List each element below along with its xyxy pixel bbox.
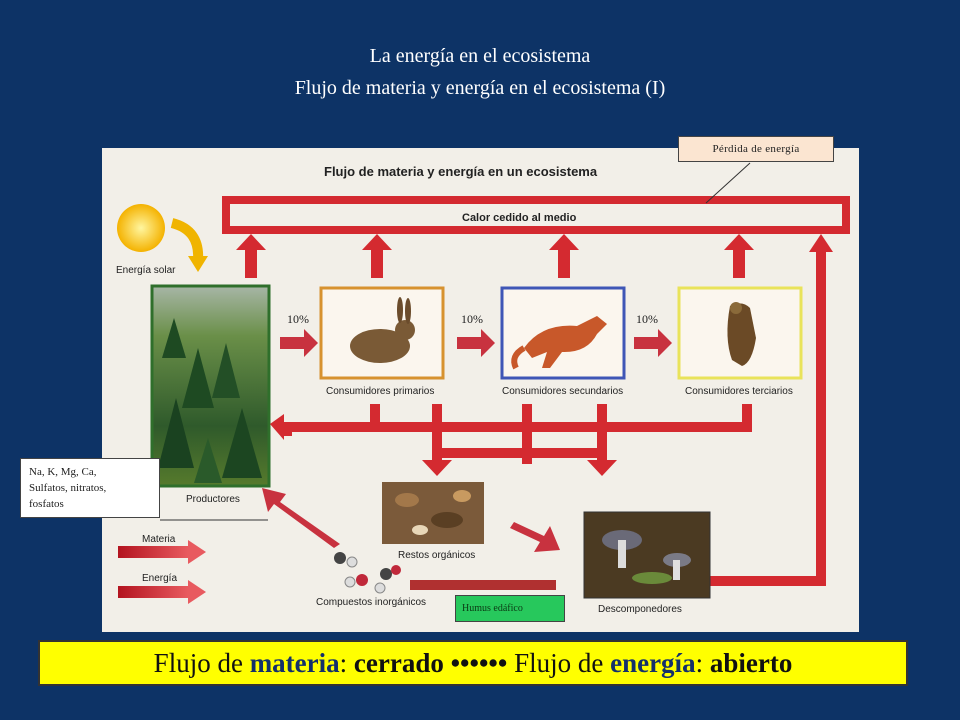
inorganic-to-producers-arrow: [262, 488, 340, 548]
secondary-consumers-panel: [500, 286, 626, 380]
summary-dots: ••••••: [443, 648, 515, 678]
summary-part-3: :: [339, 648, 354, 678]
summary-closed-word: cerrado: [353, 648, 444, 678]
legend-energy-arrow: [118, 586, 188, 598]
secondary-consumers-label: Consumidores secundarios: [502, 386, 623, 397]
sun-icon: [117, 204, 208, 272]
inorganic-compounds-icon: [334, 552, 401, 594]
diagram-heading: Flujo de materia y energía en un ecosist…: [324, 164, 598, 179]
inorganic-compounds-label: Compuestos inorgánicos: [316, 597, 426, 608]
summary-energy-word: energía: [610, 648, 696, 678]
tertiary-consumers-label: Consumidores terciarios: [685, 386, 793, 397]
primary-consumers-label: Consumidores primarios: [326, 386, 434, 397]
organic-to-decomposer-arrow: [510, 522, 560, 552]
summary-part-8: :: [695, 648, 710, 678]
heat-up-arrows: [236, 234, 833, 586]
legend-energy-label: Energía: [142, 573, 177, 584]
matter-collector-pipes: [270, 404, 752, 476]
minerals-pointer: [160, 519, 268, 521]
energy-loss-pointer: [705, 162, 751, 204]
producers-label: Productores: [186, 494, 240, 505]
humus-callout: Humus edáfico: [455, 595, 565, 622]
page-subtitle: Flujo de materia y energía en el ecosist…: [294, 77, 666, 99]
sun-label: Energía solar: [116, 265, 176, 276]
summary-banner: Flujo de materia: cerrado •••••• Flujo d…: [38, 640, 908, 686]
energy-loss-callout: Pérdida de energía: [678, 136, 834, 162]
legend: Materia Energía: [118, 534, 206, 604]
minerals-callout: Na, K, Mg, Ca, Sulfatos, nitratos, fosfa…: [20, 458, 160, 518]
decomposers-panel: [583, 511, 711, 599]
efficiency-label-2: 10%: [460, 312, 484, 327]
summary-part-6: Flujo de: [514, 648, 611, 678]
legend-matter-label: Materia: [142, 534, 176, 545]
minerals-line-1: Na, K, Mg, Ca,: [29, 466, 97, 478]
heat-band: Calor cedido al medio: [222, 196, 850, 234]
decomposers-label: Descomponedores: [598, 604, 682, 615]
summary-open-word: abierto: [709, 648, 793, 678]
tertiary-consumers-panel: [677, 286, 803, 380]
heat-label: Calor cedido al medio: [462, 212, 577, 224]
ecosystem-diagram: Flujo de materia y energía en un ecosist…: [102, 148, 859, 632]
primary-consumers-panel: [319, 286, 445, 380]
minerals-line-3: fosfatos: [29, 498, 64, 510]
humus-band: [410, 580, 556, 590]
trophic-arrows: [280, 329, 672, 357]
minerals-line-2: Sulfatos, nitratos,: [29, 482, 107, 494]
efficiency-label-3: 10%: [635, 312, 659, 327]
page-title: La energía en el ecosistema: [369, 45, 591, 67]
efficiency-label-1: 10%: [286, 312, 310, 327]
organic-remains-label: Restos orgánicos: [398, 550, 475, 561]
producers-panel: [150, 284, 271, 488]
legend-matter-arrow: [118, 546, 188, 558]
summary-matter-word: materia: [249, 648, 340, 678]
organic-remains-panel: [382, 482, 484, 544]
summary-part-1: Flujo de: [153, 648, 250, 678]
